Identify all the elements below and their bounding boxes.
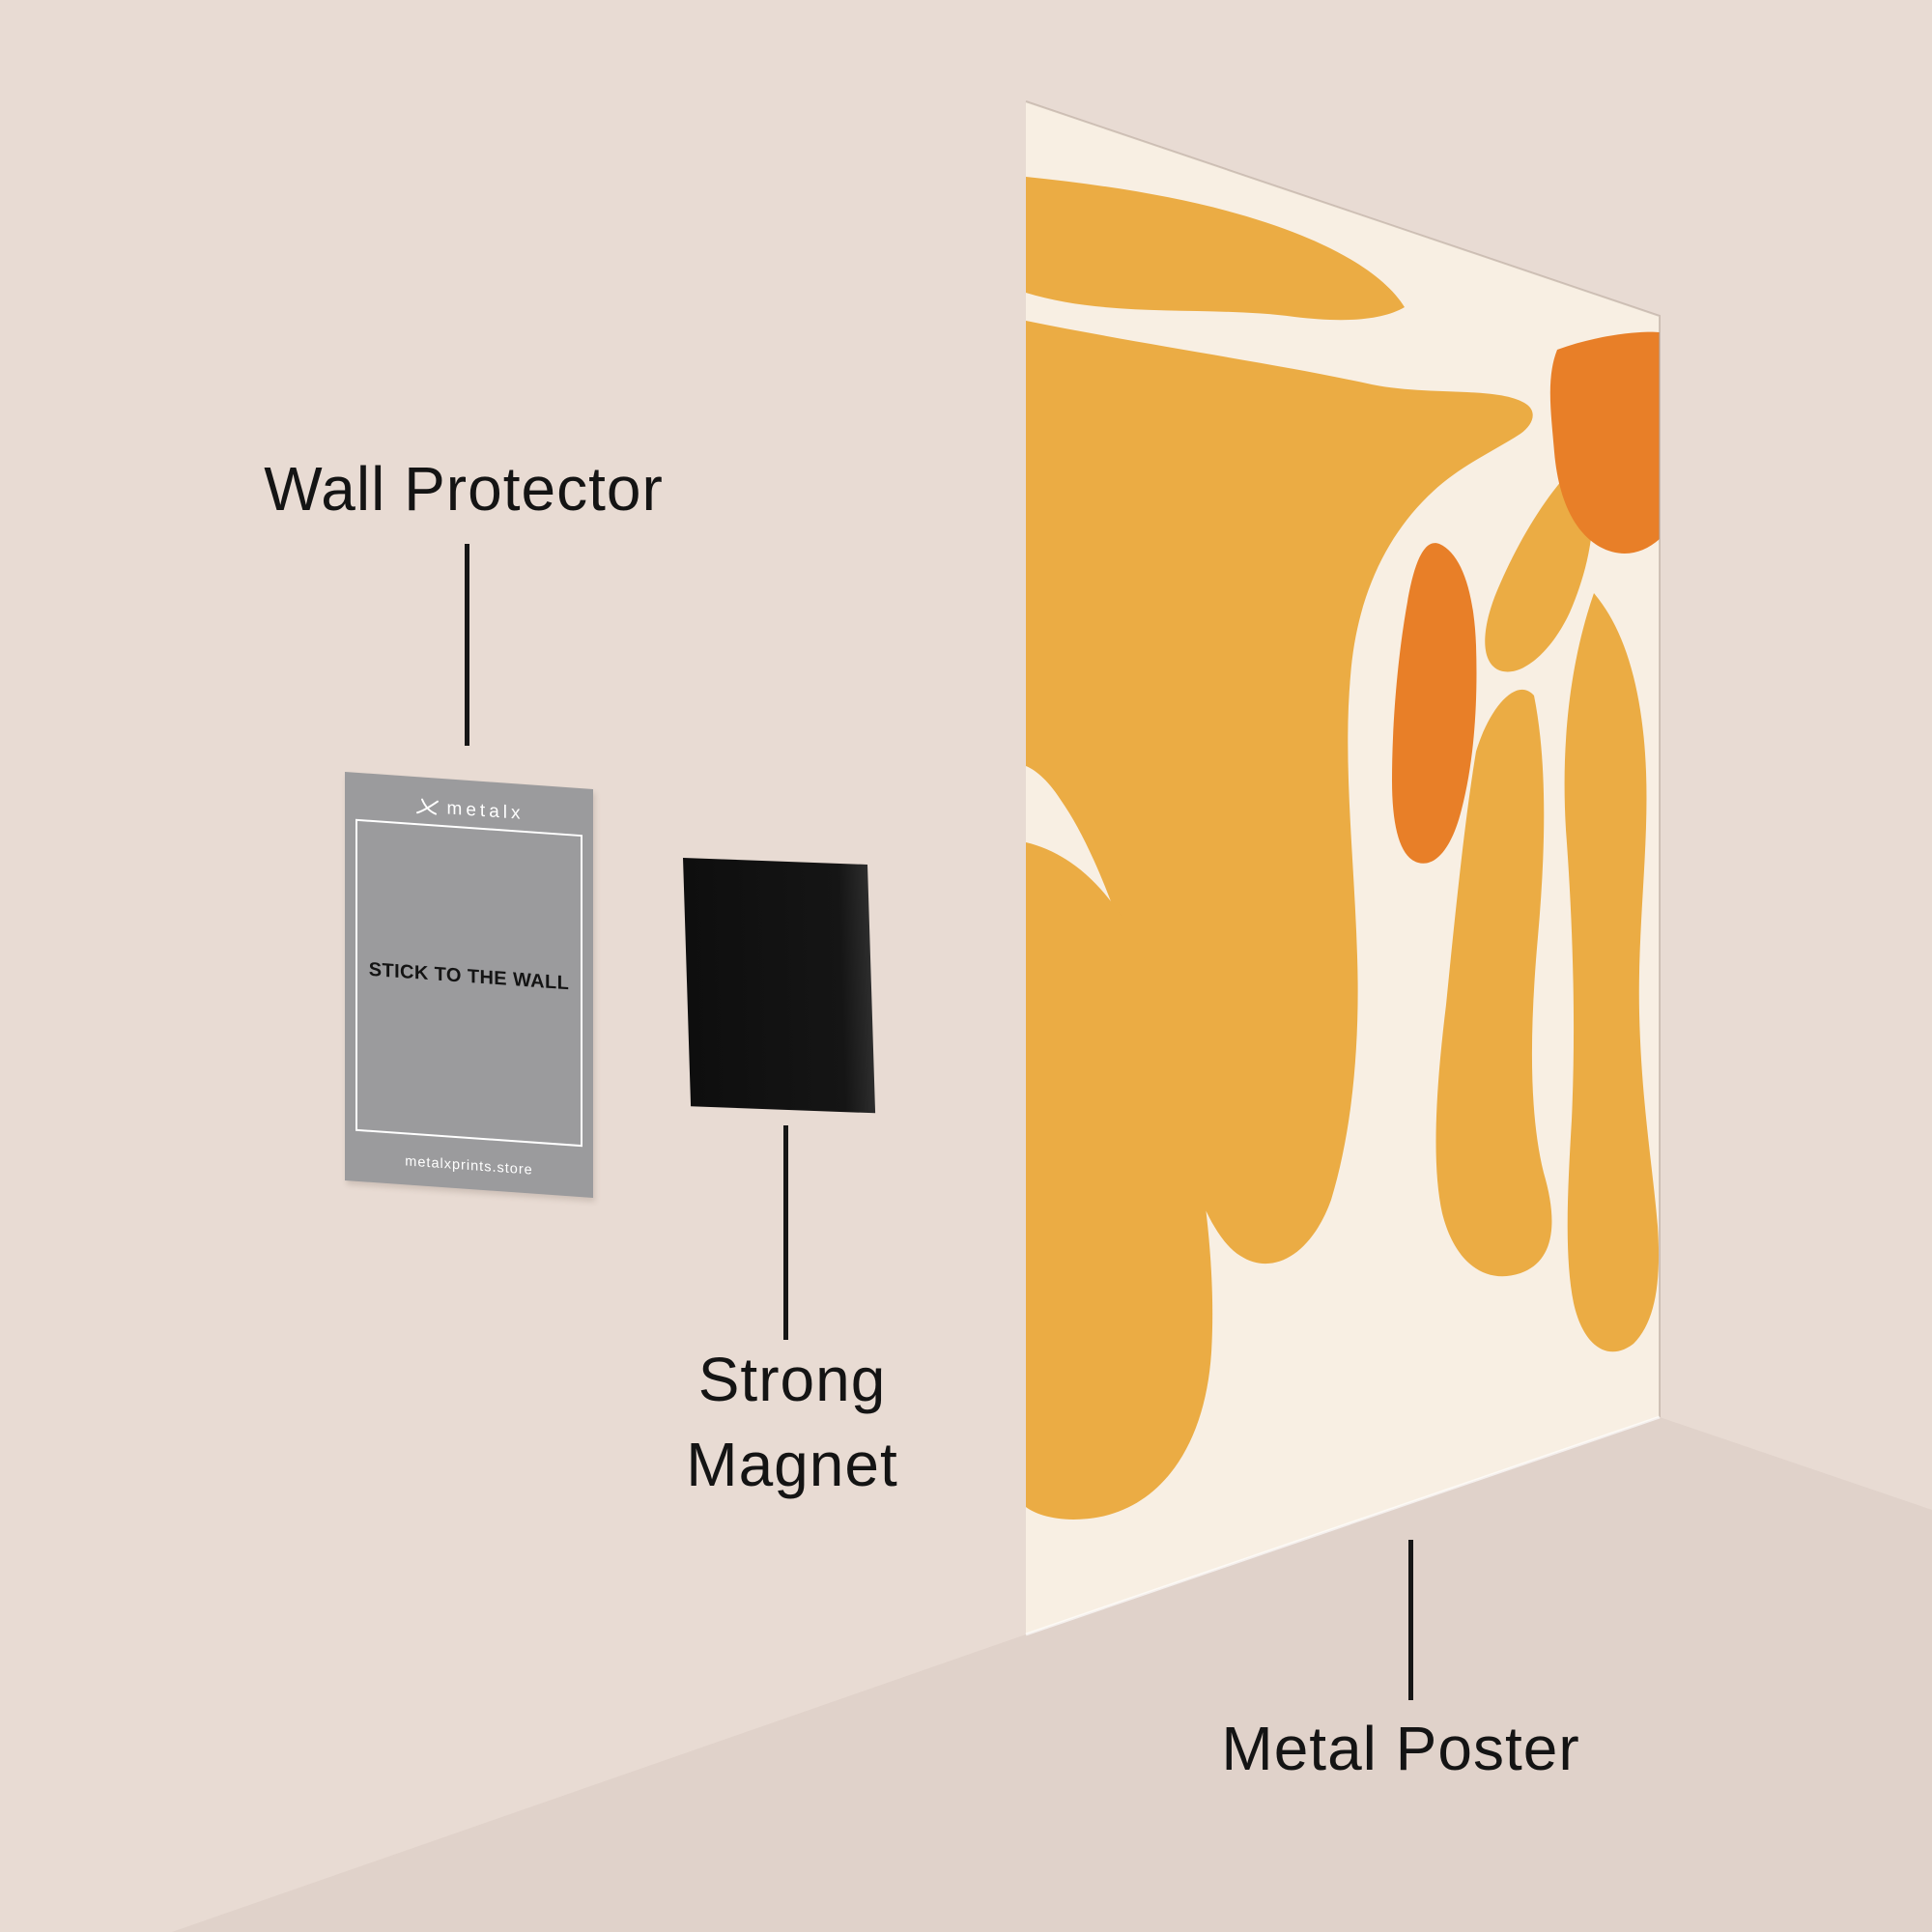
flower-center-blob — [1549, 331, 1660, 554]
poster-wall-shadow — [0, 1417, 1932, 1932]
poster-face — [1026, 101, 1660, 1634]
card-website-text: metalxprints.store — [405, 1153, 533, 1179]
strong-magnet-label-line1: Strong — [697, 1345, 887, 1414]
strong-magnet-label-line2: Magnet — [686, 1430, 898, 1499]
petal-right-column — [1564, 593, 1660, 1352]
wall-protector-connector-line — [465, 544, 469, 746]
card-brand-name: metalx — [446, 798, 525, 824]
petal-bottom-left — [1026, 842, 1213, 1520]
flower-teardrop — [1392, 543, 1477, 864]
poster-bottom-edge-highlight — [1025, 1415, 1661, 1636]
wall-protector-label: Wall Protector — [264, 454, 664, 524]
wall-protector-card: metalx STICK TO THE WALL metalxprints.st… — [345, 772, 593, 1198]
poster-petal-shapes — [1026, 177, 1660, 1520]
metal-poster-label: Metal Poster — [1221, 1714, 1580, 1783]
strong-magnet-label: Strong Magnet — [502, 1337, 1082, 1507]
petal-small-tongue — [1485, 460, 1593, 672]
card-brand: metalx — [345, 791, 593, 830]
petal-bottom-middle — [1435, 689, 1552, 1277]
poster-accent-shapes — [1392, 331, 1660, 864]
petal-top-band — [1026, 177, 1405, 321]
strong-magnet-connector-line — [783, 1125, 788, 1340]
strong-magnet-square — [683, 858, 876, 1114]
metal-poster-connector-line — [1408, 1540, 1413, 1700]
poster-top-right-edge — [1025, 100, 1661, 1417]
metalx-logo-icon — [415, 798, 439, 815]
